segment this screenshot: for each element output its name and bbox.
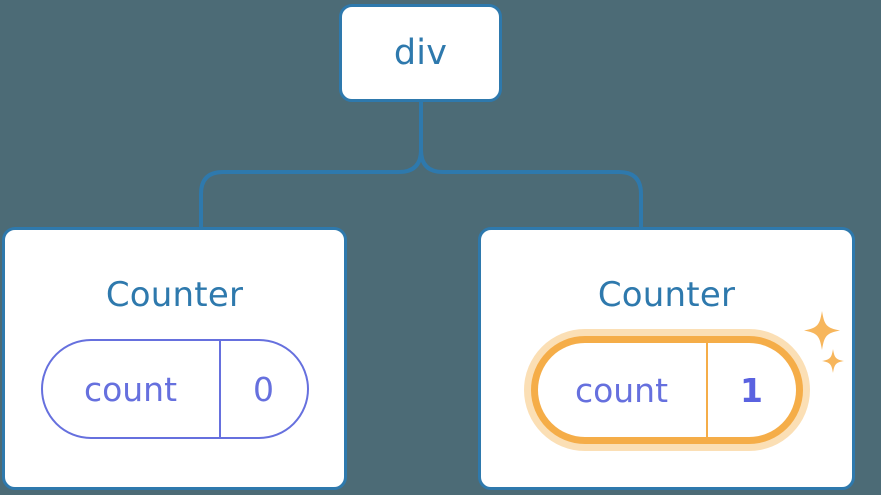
state-pill-right-ring: count 1 xyxy=(530,336,803,444)
node-counter-left[interactable]: Counter count 0 xyxy=(2,227,347,490)
node-root-label: div xyxy=(393,32,448,73)
state-pill-left[interactable]: count 0 xyxy=(40,339,309,439)
state-pill-left-wrapper: count 0 xyxy=(40,339,309,439)
node-root-div[interactable]: div xyxy=(339,4,502,102)
state-key-left: count xyxy=(83,369,178,409)
state-pill-right[interactable]: count 1 xyxy=(537,343,796,437)
state-pill-right-wrapper: count 1 xyxy=(523,311,844,451)
state-pill-right-halo: count 1 xyxy=(523,329,810,451)
node-counter-right[interactable]: Counter count 1 xyxy=(478,227,855,490)
node-counter-left-label: Counter xyxy=(105,275,244,315)
state-value-left: 0 xyxy=(218,341,307,437)
state-key-right: count xyxy=(574,370,669,410)
node-counter-right-label: Counter xyxy=(597,275,736,315)
state-value-right: 1 xyxy=(705,343,796,437)
